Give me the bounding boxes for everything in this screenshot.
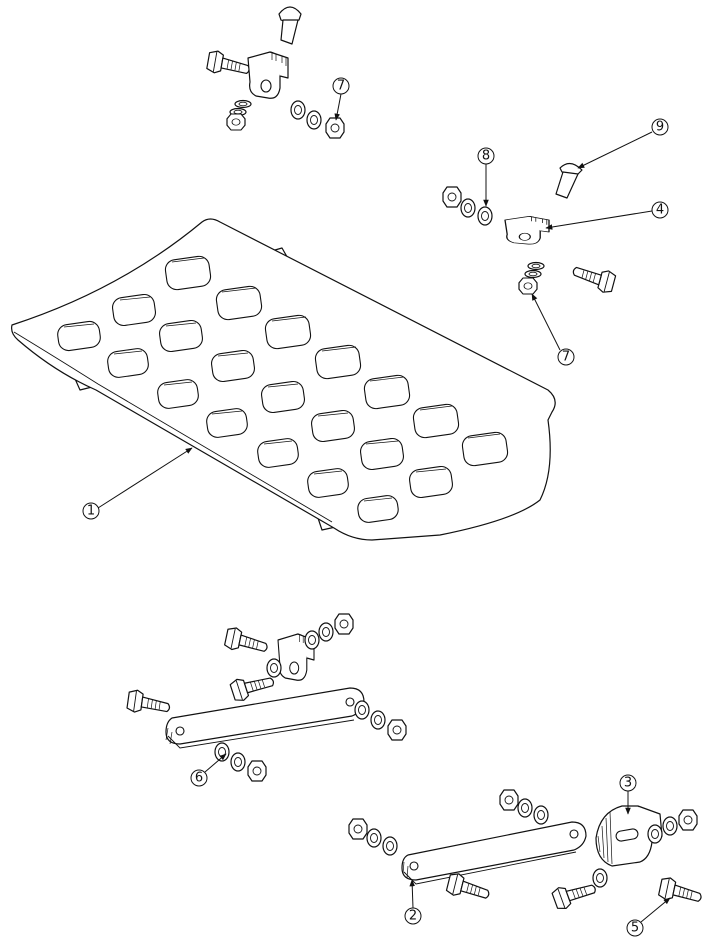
plate-holes xyxy=(57,255,509,523)
hex-bolt xyxy=(445,871,493,905)
hex-nut xyxy=(226,113,246,131)
hex-nut xyxy=(334,613,354,635)
carriage-bolt xyxy=(278,6,302,45)
washer xyxy=(647,824,663,844)
washer xyxy=(230,752,246,772)
top-bracket-assembly xyxy=(205,6,345,139)
callout-5 xyxy=(626,919,644,937)
washer xyxy=(304,630,320,650)
callouts: 7 9 8 4 7 1 6 3 2 5 xyxy=(82,77,671,937)
callout-6 xyxy=(190,769,208,787)
washer xyxy=(290,100,306,120)
hex-bolt xyxy=(569,261,617,295)
hex-nut xyxy=(442,186,462,208)
washer xyxy=(382,836,398,856)
bracket-tab xyxy=(247,51,289,99)
hex-nut xyxy=(387,719,407,741)
hex-bolt xyxy=(205,49,253,80)
right-bracket-assembly xyxy=(442,162,617,295)
callout-label: 8 xyxy=(482,149,490,164)
washer xyxy=(266,658,282,678)
callout-label: 1 xyxy=(87,504,95,519)
washer xyxy=(533,805,549,825)
washer xyxy=(370,710,386,730)
washer xyxy=(318,622,334,642)
carriage-bolt xyxy=(555,162,583,199)
callout-label: 6 xyxy=(195,771,203,786)
washer xyxy=(366,828,382,848)
hex-nut xyxy=(678,809,698,831)
callout-7-right xyxy=(557,348,575,366)
callout-label: 7 xyxy=(562,350,570,365)
callout-label: 2 xyxy=(409,909,417,924)
callout-label: 4 xyxy=(656,203,664,218)
washer xyxy=(662,816,678,836)
washer xyxy=(306,110,322,130)
hex-nut xyxy=(518,277,538,295)
strap-bar xyxy=(165,687,365,749)
washer xyxy=(354,700,370,720)
callout-label: 3 xyxy=(624,776,632,791)
hex-bolt xyxy=(223,625,271,658)
lock-washer xyxy=(524,269,542,279)
washer xyxy=(460,198,476,218)
lock-washer xyxy=(527,261,545,271)
lock-washer xyxy=(234,99,252,109)
callout-label: 7 xyxy=(337,79,345,94)
callout-label: 5 xyxy=(631,921,639,936)
bracket-tab xyxy=(504,215,550,245)
washer xyxy=(517,798,533,818)
hex-nut xyxy=(325,117,345,139)
washer xyxy=(592,868,608,888)
strap-bar xyxy=(401,821,587,885)
hex-nut xyxy=(499,789,519,811)
washer xyxy=(214,742,230,762)
hex-bolt xyxy=(126,688,172,718)
callout-label: 9 xyxy=(656,120,664,135)
right-strap-assembly xyxy=(348,789,705,912)
callout-1 xyxy=(82,502,100,520)
callout-9 xyxy=(651,118,669,136)
washer xyxy=(477,206,493,226)
callout-8 xyxy=(477,147,495,165)
hex-nut xyxy=(348,818,368,840)
hex-nut xyxy=(247,760,267,782)
left-strap-assembly xyxy=(126,613,407,782)
hex-bolt xyxy=(550,875,599,912)
skid-plate xyxy=(11,218,556,541)
callout-7-top xyxy=(332,77,350,95)
callout-2 xyxy=(404,907,422,925)
callout-4 xyxy=(651,201,669,219)
callout-3 xyxy=(619,774,637,792)
